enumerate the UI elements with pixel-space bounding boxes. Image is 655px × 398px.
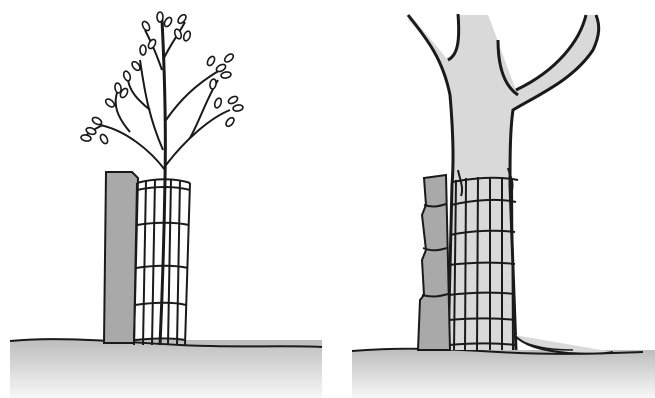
mature-tree-panel — [338, 0, 655, 398]
young-tree-panel — [0, 0, 330, 398]
ground — [10, 340, 322, 398]
ground — [352, 350, 655, 398]
stake — [418, 175, 450, 350]
branches — [85, 22, 230, 170]
young-tree-drawing — [0, 0, 330, 398]
mature-tree-drawing — [338, 0, 655, 398]
stake — [104, 172, 138, 343]
